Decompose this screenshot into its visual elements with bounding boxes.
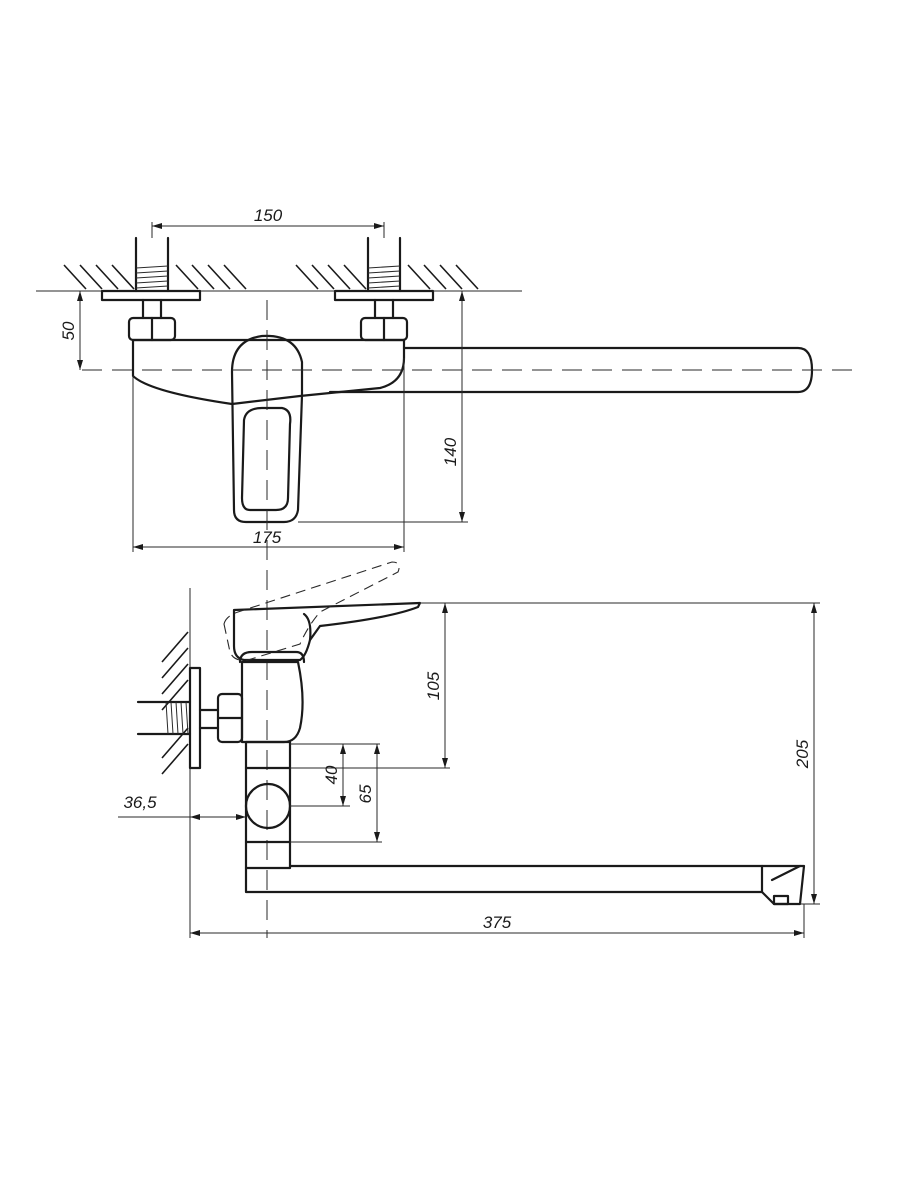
dimension-150: 150 [151,206,385,238]
lever-open-position [223,561,400,661]
pipe-left [134,236,170,293]
side-view: 105 205 40 65 36,5 [118,561,820,938]
wall-hatching-left [63,264,247,290]
spout-collar [244,840,292,870]
dimension-140-label: 140 [441,437,460,466]
nut-side [216,692,244,744]
lever-side [232,601,422,662]
dimension-50-label: 50 [59,321,78,340]
top-view: 150 50 140 175 [36,206,860,938]
pipe-right [366,236,402,293]
lever-pivot [302,612,312,642]
dimension-140: 140 [298,290,468,523]
dimension-150-label: 150 [254,206,283,225]
spout-side [244,864,806,906]
dimension-205: 205 [793,603,820,905]
escutcheon-right [333,289,435,302]
wall-hatching-side [161,631,189,775]
dimension-375-label: 375 [483,913,512,932]
dimension-175: 175 [132,358,405,552]
lever-grip-inner [240,406,292,512]
mixer-body-side [240,660,304,744]
escutcheon-left [100,289,202,302]
dimension-375: 375 [190,904,805,938]
dimension-105: 105 [290,602,820,769]
aerator [772,894,790,906]
dimension-65: 65 [290,744,382,843]
wall-hatching-right [295,264,479,290]
pipe-side [136,700,192,736]
nut-left [127,316,177,342]
nut-right [359,316,409,342]
lever-handle-top [230,334,304,524]
dimension-50: 50 [59,291,83,370]
dimension-36-5-label: 36,5 [123,793,157,812]
mixer-body-top [131,338,406,406]
dimension-36-5: 36,5 [118,793,246,938]
escutcheon-side [188,666,202,770]
spout-tip [760,864,802,894]
coupling-block [244,740,292,770]
dimension-205-label: 205 [793,739,812,769]
union-circle [244,782,292,830]
dimension-40: 40 [290,743,380,807]
dimension-105-label: 105 [424,671,443,700]
dimension-65-label: 65 [356,784,375,803]
dimension-175-label: 175 [253,528,282,547]
dimension-40-label: 40 [322,765,341,784]
